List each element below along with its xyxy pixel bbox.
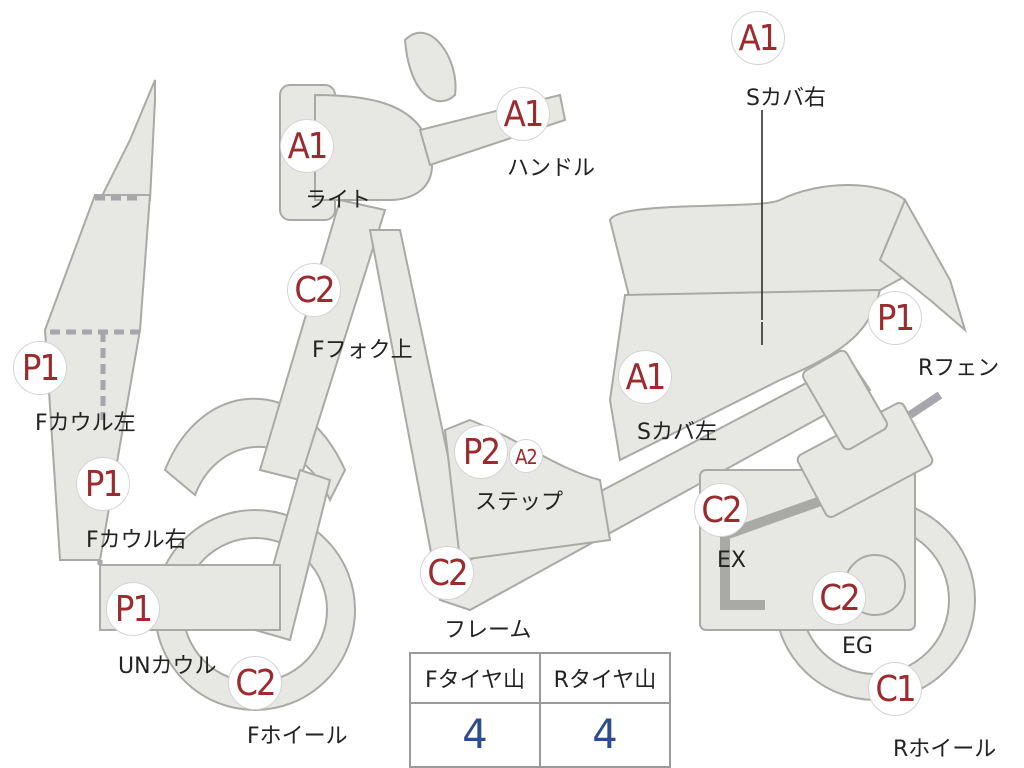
rear-axle — [907, 391, 943, 419]
grade-badge-f-cowl-left: P1 — [13, 341, 67, 395]
label-light: ライト — [305, 188, 372, 213]
label-r-wheel: Rホイール — [893, 737, 997, 762]
grade-badge-un-cowl: P1 — [106, 582, 160, 636]
label-f-cowl-left: Fカウル左 — [35, 411, 136, 436]
label-un-cowl: UNカウル — [118, 654, 217, 679]
label-ex: EX — [717, 548, 746, 573]
rear-fender — [878, 197, 967, 333]
label-r-fender: Rフェン — [918, 356, 1000, 381]
grade-badge-s-cover-right: A1 — [731, 11, 785, 65]
grade-badge-ex: C2 — [694, 483, 748, 537]
label-eg: EG — [842, 634, 873, 659]
grade-badge-s-cover-left: A1 — [618, 350, 672, 404]
grade-badge-f-cowl-right: P1 — [76, 457, 130, 511]
front-cowl-top — [98, 79, 156, 201]
grade-badge-eg: C2 — [812, 571, 866, 625]
label-s-cover-left: Sカバ左 — [637, 420, 717, 445]
label-s-cover-right: Sカバ右 — [746, 86, 826, 111]
windscreen — [403, 31, 457, 103]
label-handle: ハンドル — [507, 156, 596, 181]
grade-badge-frame: C2 — [420, 546, 474, 600]
label-f-cowl-right: Fカウル右 — [86, 528, 187, 553]
tire-table-value-rear: 4 — [539, 702, 671, 768]
label-step: ステップ — [475, 490, 564, 515]
tire-table-value-front: 4 — [409, 702, 541, 768]
grade-badge-step-secondary: A2 — [509, 439, 543, 473]
tire-table-header-rear: Rタイヤ山 — [539, 652, 671, 704]
grade-badge-f-fork-upper: C2 — [287, 263, 341, 317]
grade-badge-r-fender: P1 — [868, 291, 922, 345]
cowl-seam-middle — [50, 329, 140, 420]
label-f-wheel: Fホイール — [247, 724, 348, 749]
grade-badge-f-wheel: C2 — [228, 656, 282, 710]
label-frame: フレーム — [444, 618, 532, 643]
grade-badge-step: P2 — [454, 425, 508, 479]
grade-badge-handle: A1 — [496, 87, 550, 141]
tire-tread-table: Fタイヤ山 Rタイヤ山 4 4 — [409, 652, 671, 768]
grade-badge-light: A1 — [280, 119, 334, 173]
grade-badge-r-wheel: C1 — [868, 662, 922, 716]
engine-cover — [802, 349, 888, 451]
tire-table-header-front: Fタイヤ山 — [409, 652, 541, 704]
label-f-fork-upper: Fフォク上 — [312, 338, 413, 363]
